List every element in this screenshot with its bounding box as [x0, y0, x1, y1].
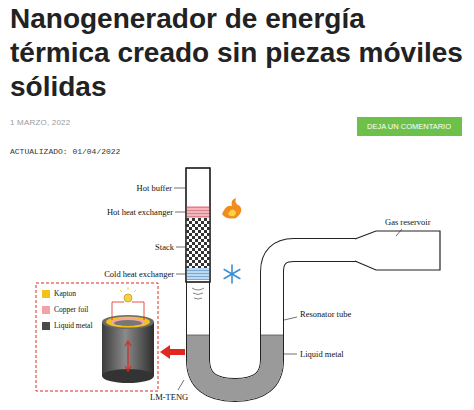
- part-label: Hot heat exchanger: [107, 207, 173, 217]
- part-label: Resonator tube: [300, 309, 351, 319]
- legend-swatch: [42, 290, 50, 298]
- button-text: DEJA UN COMENTARIO: [367, 122, 452, 131]
- part-label: LM-TENG: [150, 392, 188, 402]
- comment-button: DEJA UN COMENTARIO: [357, 117, 462, 136]
- legend-text: Liquid metal: [54, 321, 93, 330]
- legend-swatch: [42, 306, 50, 314]
- legend-swatch: [42, 322, 50, 330]
- part-label: Stack: [155, 242, 174, 252]
- post-date: 1 MARZO, 2022: [10, 118, 70, 127]
- part-label: Cold heat exchanger: [104, 269, 174, 279]
- updated-date: ACTUALIZADO: 01/04/2022: [10, 147, 120, 156]
- article-title: Nanogenerador de energía térmica creado …: [10, 2, 468, 104]
- part-label: Gas reservoir: [385, 217, 431, 227]
- legend-text: Kapton: [54, 289, 76, 298]
- part-label: Liquid metal: [300, 349, 344, 359]
- legend-text: Copper foil: [54, 305, 88, 314]
- part-label: Hot buffer: [137, 183, 173, 193]
